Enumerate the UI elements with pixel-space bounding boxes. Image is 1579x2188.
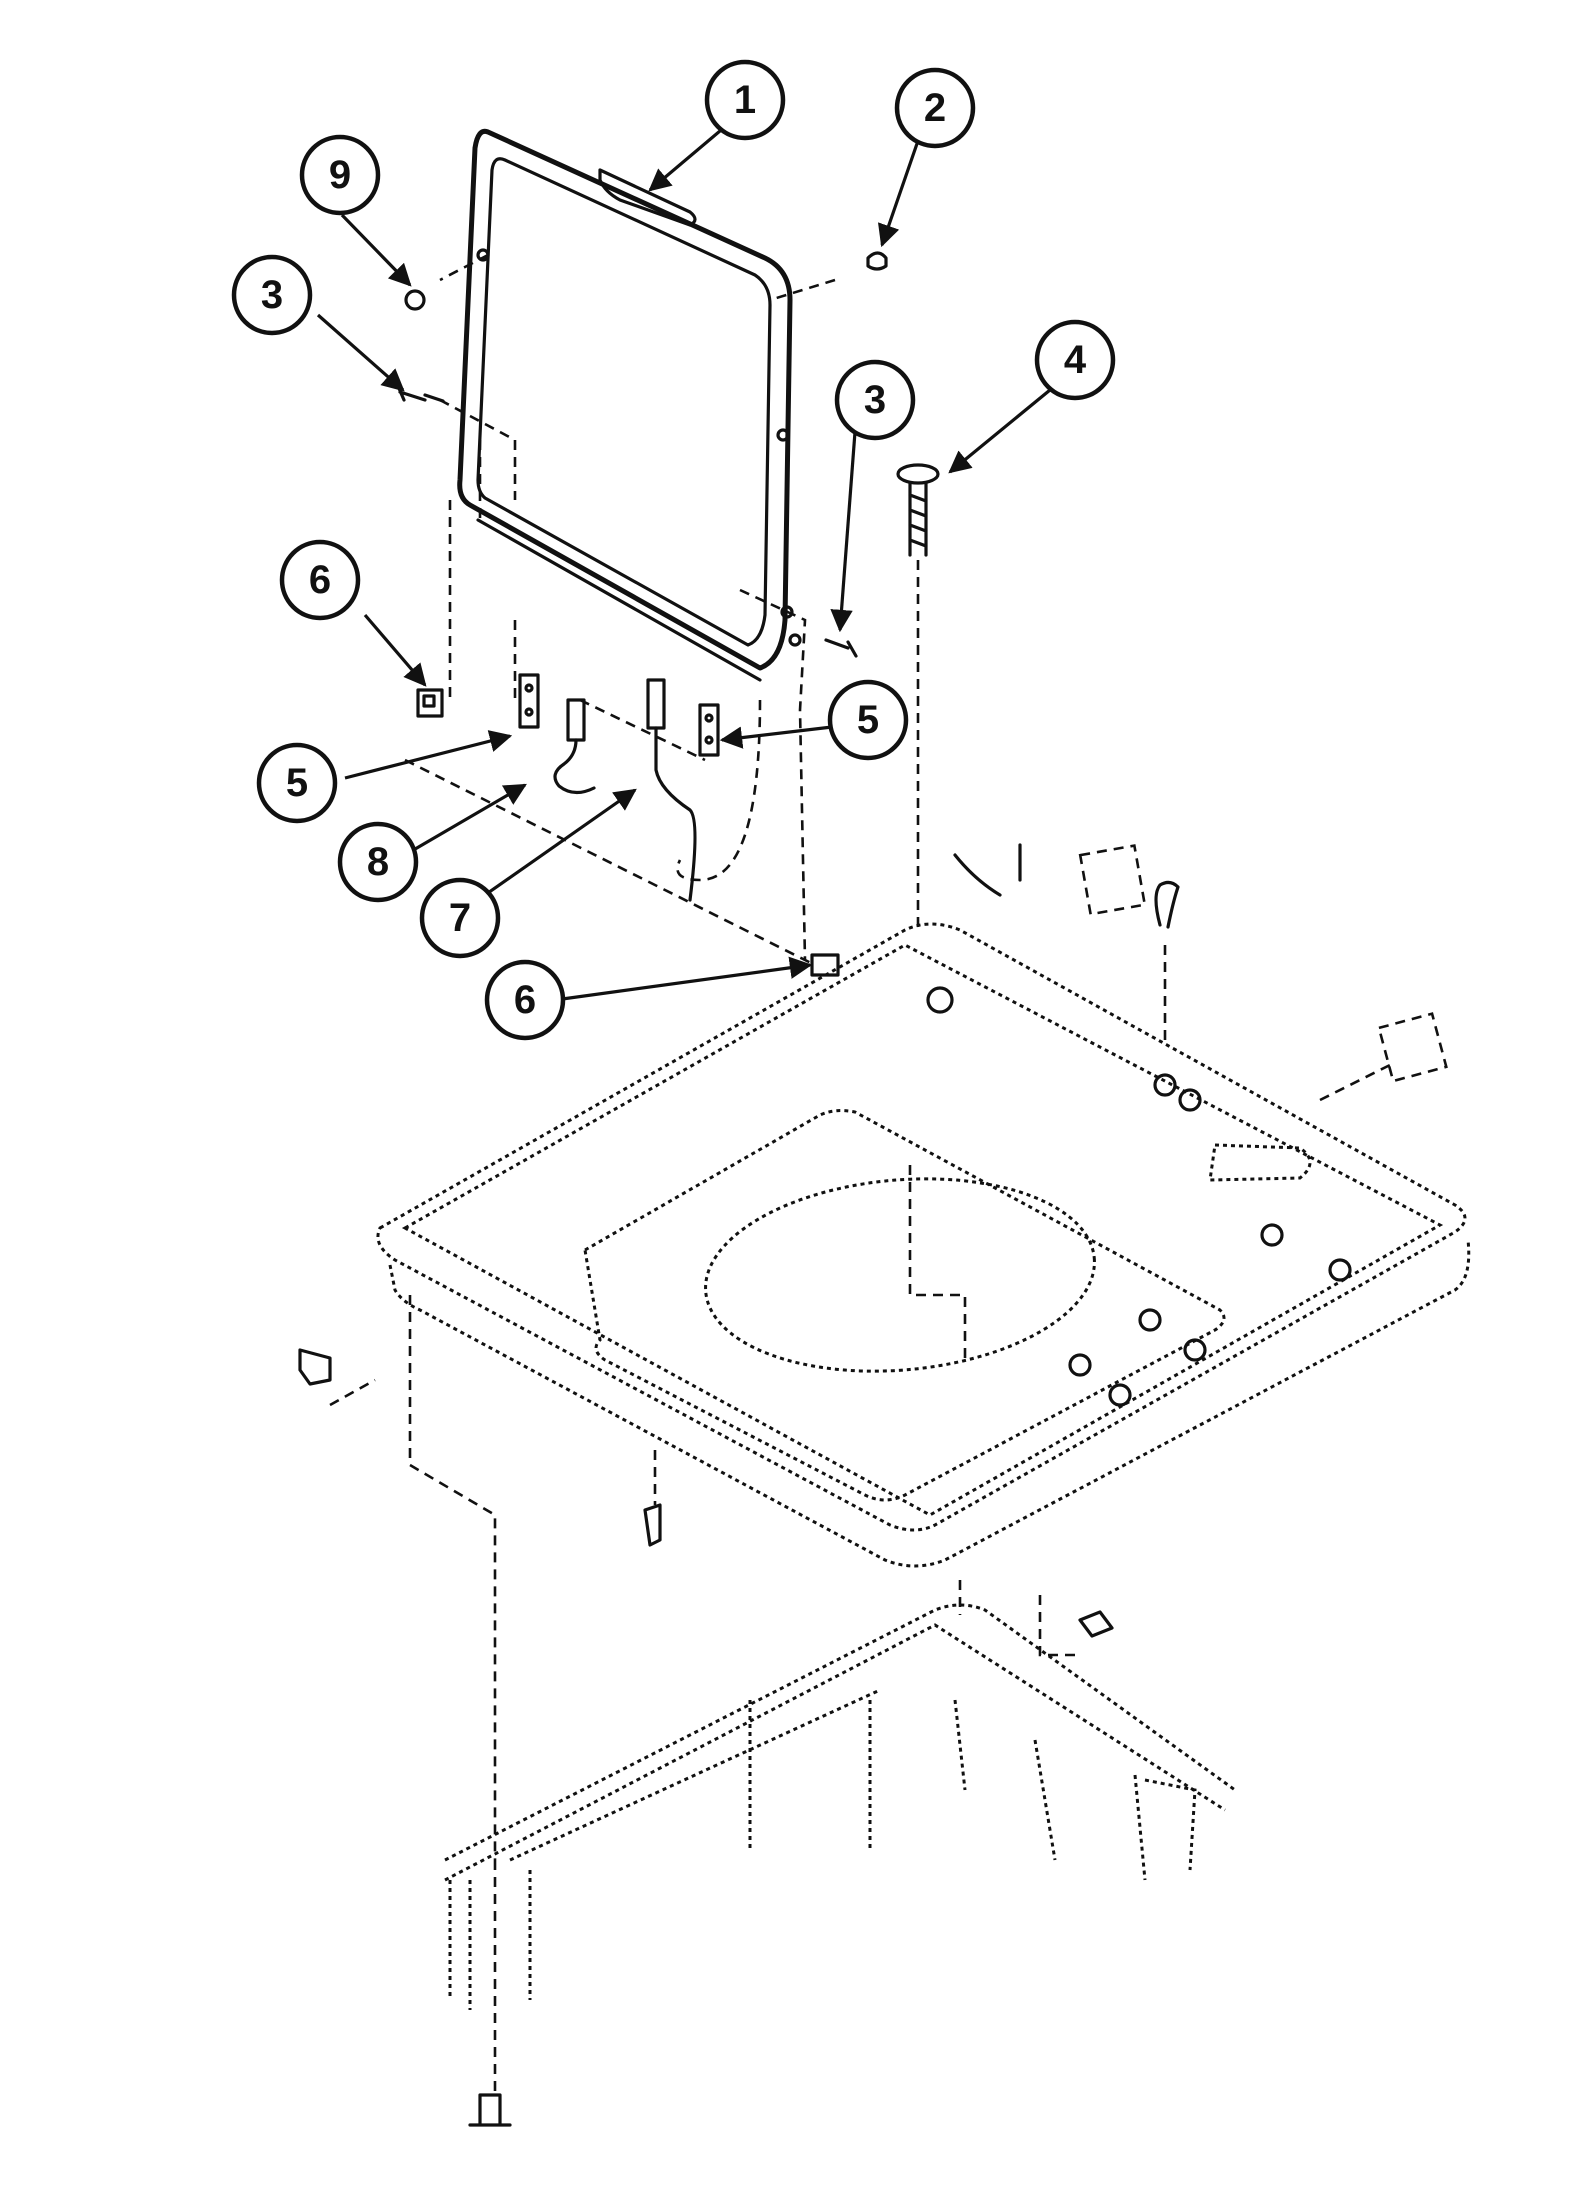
screw-part-3-left (396, 384, 445, 403)
callout-6-upper: 6 (279, 539, 361, 621)
screw-part-3-right (824, 638, 858, 658)
callout-6-lower-label: 6 (514, 978, 536, 1022)
callout-4-label: 4 (1064, 338, 1087, 382)
callout-1-label: 1 (734, 78, 756, 122)
callout-2: 2 (894, 67, 976, 149)
cap-part-9 (404, 289, 426, 311)
bracket-left (298, 1348, 332, 1386)
callout-4: 4 (1034, 319, 1116, 401)
wire-harness (953, 843, 1180, 1040)
clip-part-6-left (416, 688, 444, 718)
callout-6-upper-label: 6 (309, 558, 331, 602)
callout-5-right: 5 (827, 679, 909, 761)
hinge-part-5-left (518, 673, 540, 729)
callout-6-lower: 6 (484, 959, 566, 1041)
callout-3-right: 3 (834, 359, 916, 441)
callout-7-label: 7 (449, 896, 471, 940)
hinge-part-5-right (698, 703, 720, 757)
bolt-part-4 (896, 463, 940, 557)
callout-5-right-label: 5 (857, 698, 879, 742)
cabinet-frame (408, 1295, 1236, 2010)
callout-7: 7 (419, 877, 501, 959)
callout-5-left-label: 5 (286, 761, 308, 805)
callout-5-left: 5 (256, 742, 338, 824)
wire-part-8 (553, 698, 596, 795)
callout-3-left-label: 3 (261, 273, 283, 317)
rod-part-7 (646, 678, 697, 902)
callout-3-left: 3 (231, 254, 313, 336)
bracket-right (1078, 1610, 1114, 1638)
callout-1: 1 (704, 59, 786, 141)
callout-9: 9 (299, 134, 381, 216)
callout-9-label: 9 (329, 153, 351, 197)
top-panel (376, 922, 1471, 1568)
bracket-center (643, 1503, 662, 1547)
callout-8: 8 (337, 821, 419, 903)
clip-part-6-right (810, 953, 840, 977)
callout-3-right-label: 3 (864, 378, 886, 422)
lid-frame (457, 128, 802, 682)
cap-part-2 (866, 251, 888, 271)
callout-8-label: 8 (367, 840, 389, 884)
foot-screw (468, 2093, 512, 2127)
callout-2-label: 2 (924, 86, 946, 130)
